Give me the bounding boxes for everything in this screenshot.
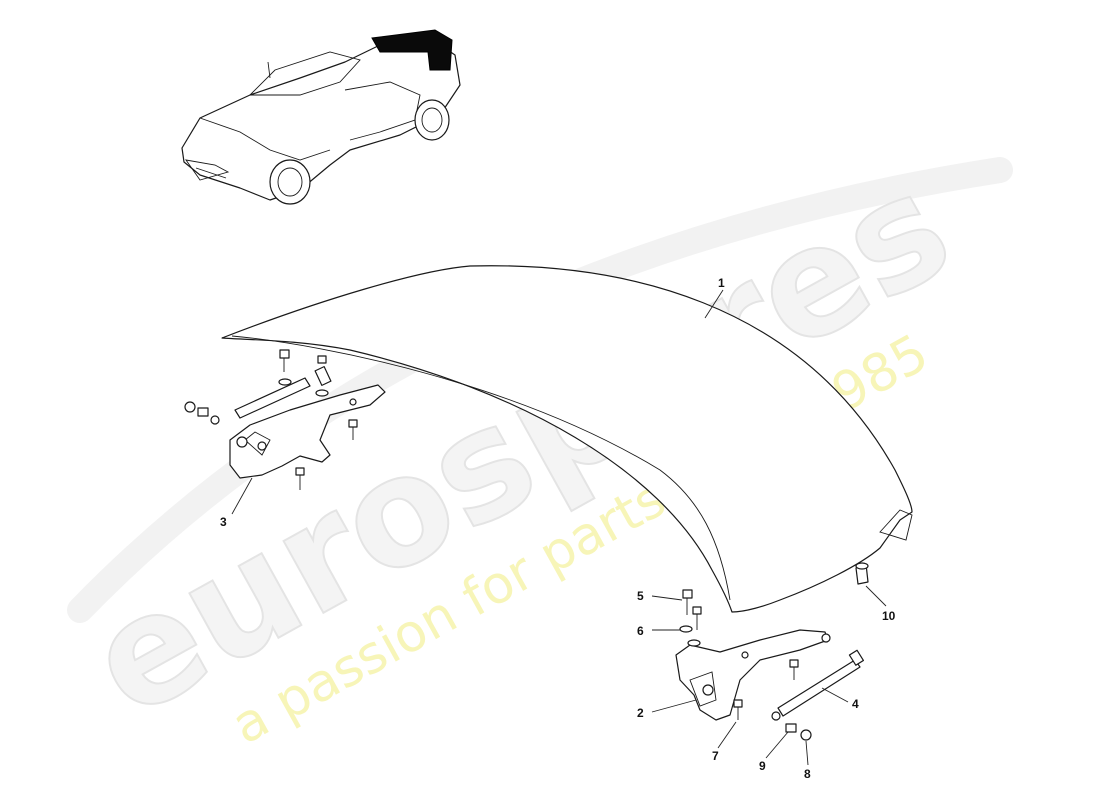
leader-9 [765,731,789,759]
car-front-wheel [269,159,311,205]
leader-4 [821,687,849,703]
bolt-head-5 [682,589,693,599]
car-antenna [267,61,271,79]
bolt-head-a [279,349,290,359]
callout-1: 1 [718,276,725,290]
reference-car [181,29,461,205]
washer-6b [687,639,701,647]
car-grille-bar [195,167,227,179]
callout-2: 2 [637,706,644,720]
car-decklid-highlight [371,29,453,71]
car-hood-line [199,117,331,161]
leader-10 [865,585,887,607]
right-hinge-hole [741,651,749,659]
right-hinge-pivot [702,684,714,696]
washer-a [278,378,292,386]
left-hinge [229,384,386,479]
boot-lid [221,265,913,613]
callout-7: 7 [712,749,719,763]
callout-4: 4 [852,697,859,711]
leader-5 [651,595,683,601]
washer-c [184,401,196,413]
right-strut-end [848,649,865,666]
car-door-line [344,81,421,141]
car-grille [185,159,230,181]
bolt-head-b [317,355,327,364]
buffer-10-top [855,562,869,570]
callouts: 1 2 3 4 5 6 7 8 9 10 [220,276,896,781]
washer-8 [800,729,812,741]
callout-6: 6 [637,624,644,638]
right-gas-strut [777,659,861,717]
right-hinge-bracket [689,671,717,707]
callout-10: 10 [882,609,896,623]
washer-b [315,389,329,397]
nut-c [197,407,209,417]
left-strut-end [314,366,332,386]
callout-5: 5 [637,589,644,603]
bolt-head-c [348,419,358,428]
boot-lid-corner [879,509,913,541]
car-front-rim [277,167,303,197]
bolt-head-7b [789,659,799,668]
left-hinge-hole [349,398,357,406]
bolt-head-5b [692,606,702,615]
strut-ball-right [771,711,781,721]
nut-9 [785,723,797,733]
left-hinge-bracket [244,431,271,456]
car-rear-rim [421,107,443,133]
leader-lines [231,289,887,766]
left-hinge-pivot-2 [257,441,267,451]
boot-lid-panel [221,265,913,613]
bolt-head-7 [733,699,743,708]
right-hinge [675,629,829,721]
strut-ball-left [210,415,220,425]
callout-3: 3 [220,515,227,529]
leader-8 [805,740,809,766]
left-bolts [184,349,358,490]
left-hinge-assembly [184,349,386,490]
leader-1 [704,289,724,319]
bolt-head-d [295,467,305,476]
washer-6 [679,625,693,633]
callout-9: 9 [759,759,766,773]
callout-8: 8 [804,767,811,781]
right-hinge-assembly [675,562,869,741]
left-gas-strut [234,377,311,419]
left-hinge-pivot [236,436,248,448]
right-hinge-end [821,633,831,643]
leader-3 [231,477,253,515]
leader-7 [717,721,737,749]
car-rear-wheel [414,99,450,141]
car-windshield [248,51,361,96]
leader-2 [651,699,697,713]
boot-lid-edge [231,335,731,601]
